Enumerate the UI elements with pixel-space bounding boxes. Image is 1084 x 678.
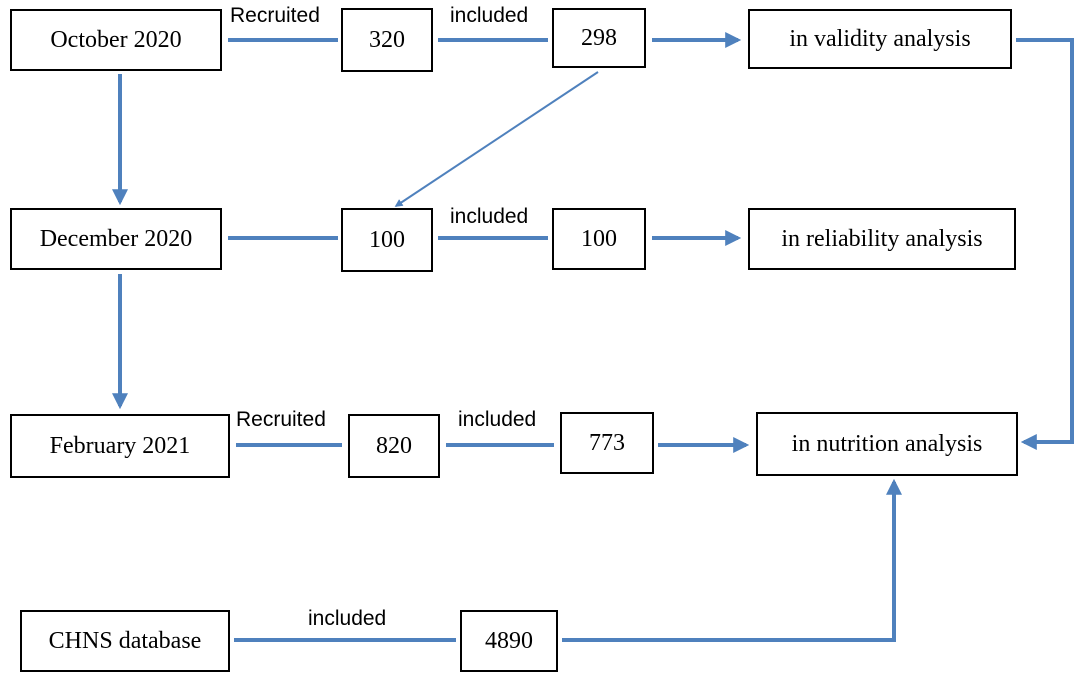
label-included-chns: included <box>308 607 387 630</box>
label-recruited-feb: Recruited <box>236 408 326 431</box>
box-nutrition-analysis: in nutrition analysis <box>756 412 1018 476</box>
box-included-773: 773 <box>560 412 654 474</box>
box-100-second: 100 <box>552 208 646 270</box>
box-included-4890: 4890 <box>460 610 558 672</box>
arrow-4890-nutrition <box>562 478 902 642</box>
box-february-2021: February 2021 <box>10 414 230 478</box>
box-included-298: 298 <box>552 8 646 68</box>
box-reliability-analysis: in reliability analysis <box>748 208 1016 270</box>
box-100-first: 100 <box>341 208 433 272</box>
label-recruited-oct: Recruited <box>230 4 320 27</box>
box-validity-analysis: in validity analysis <box>748 9 1012 69</box>
label-included-feb: included <box>458 408 537 431</box>
label-included-oct: included <box>450 4 529 27</box>
label-included-dec: included <box>450 205 529 228</box>
box-recruited-820: 820 <box>348 414 440 478</box>
box-october-2020: October 2020 <box>10 9 222 71</box>
connector-validity-nutrition <box>1016 38 1074 450</box>
box-december-2020: December 2020 <box>10 208 222 270</box>
arrow-298-100 <box>394 71 599 207</box>
box-recruited-320: 320 <box>341 8 433 72</box>
box-chns-database: CHNS database <box>20 610 230 672</box>
